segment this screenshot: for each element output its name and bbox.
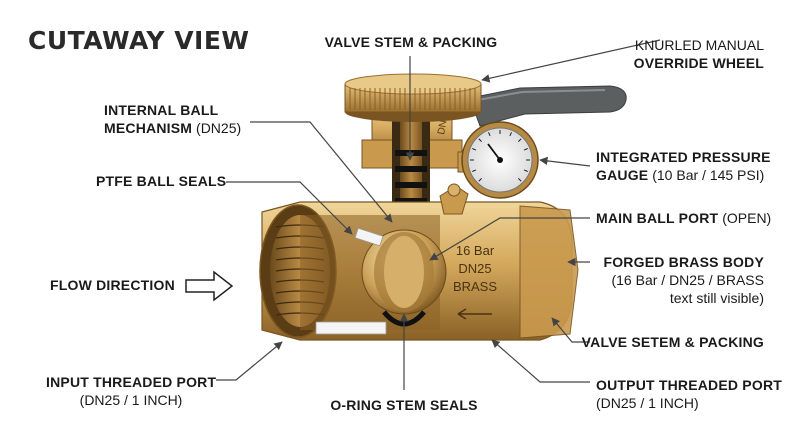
knurled-wheel [344, 73, 482, 122]
label-valve-stem-top: VALVE STEM & PACKING [324, 34, 498, 50]
pressure-gauge [457, 121, 539, 199]
label-internal-ball: INTERNAL BALL MECHANISM (DN25) [104, 102, 242, 136]
lever-handle [469, 85, 627, 127]
label-main-ball-port: MAIN BALL PORT (OPEN) [596, 210, 772, 226]
label-output-port: OUTPUT THREADED PORT (DN25 / 1 INCH) [596, 377, 782, 411]
leader-lines [216, 39, 661, 390]
label-pressure-gauge: INTEGRATED PRESSURE GAUGE (10 Bar / 145 … [596, 149, 771, 183]
body-engraving-line3: BRASS [453, 279, 497, 294]
label-oring-seals: O-RING STEM SEALS [330, 397, 478, 413]
label-input-port: INPUT THREADED PORT (DN25 / 1 INCH) [46, 374, 217, 408]
flow-arrow [185, 270, 234, 302]
valve-body: 16 Bar DN25 BRASS [259, 201, 579, 341]
label-forged-body: FORGED BRASS BODY (16 Bar / DN25 / BRASS… [603, 254, 764, 306]
bleed-screw [439, 183, 469, 215]
body-engraving-line1: 16 Bar [456, 243, 495, 258]
label-flow-direction: FLOW DIRECTION [50, 277, 175, 293]
label-ptfe-seals: PTFE BALL SEALS [96, 173, 227, 189]
body-engraving-line2: DN25 [458, 261, 491, 276]
label-valve-stem-bottom: VALVE SETEM & PACKING [581, 334, 764, 350]
label-knurled-wheel: KNURLED MANUAL OVERRIDE WHEEL [633, 37, 764, 71]
diagram-title: CUTAWAY VIEW [28, 26, 250, 55]
